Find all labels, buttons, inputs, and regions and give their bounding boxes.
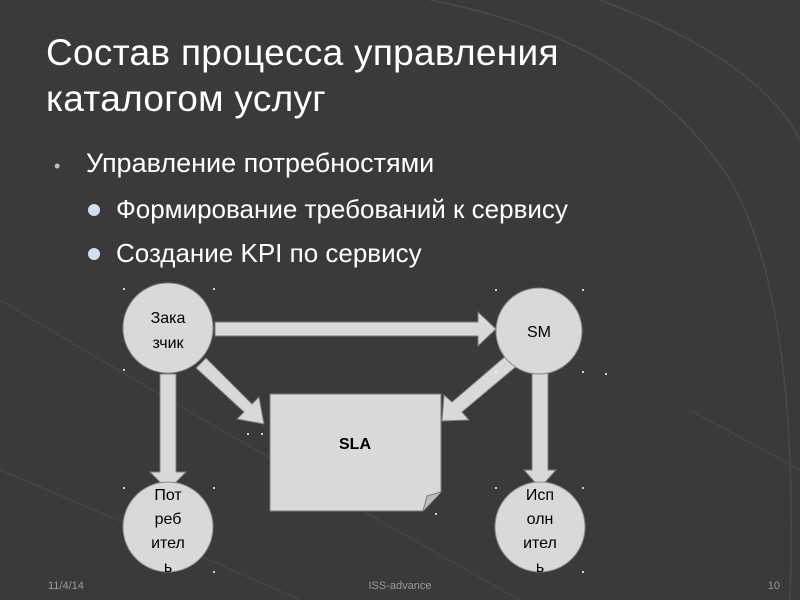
bullet-level2-item: Создание KPI по сервису	[88, 238, 422, 269]
sm-label: SM	[527, 324, 551, 341]
customer-node: Зака зчик	[122, 282, 214, 374]
arrow-sm-to-sla	[441, 353, 519, 422]
footer-page-number: 10	[767, 580, 780, 592]
sm-node: SM	[495, 287, 583, 375]
decorative-dots	[123, 288, 607, 573]
footer-date: 11/4/14	[48, 580, 84, 592]
executor-label-line: ител	[523, 535, 557, 552]
sla-label: SLA	[339, 436, 371, 453]
consumer-label-line: реб	[155, 511, 182, 528]
bullet-dot-icon: •	[54, 156, 61, 176]
bullet-level2-text: Формирование требований к сервису	[116, 194, 568, 224]
consumer-node: Пот реб ител ь	[122, 481, 214, 576]
bullet-level1-text: Управление потребностями	[86, 148, 435, 178]
consumer-label-line: Пот	[154, 487, 182, 504]
bullet-circle-icon	[88, 247, 100, 260]
bullet-level2-text: Создание KPI по сервису	[116, 238, 422, 268]
executor-label-line: Исп	[526, 487, 554, 504]
footer-center-text: ISS-advance	[368, 580, 432, 592]
sla-document: SLA	[269, 393, 442, 512]
arrow-customer-to-sm	[214, 310, 497, 348]
bullet-level2-item: Формирование требований к сервису	[88, 194, 568, 225]
arrow-customer-to-consumer	[148, 373, 188, 491]
slide-title: Состав процесса управления каталогом усл…	[46, 32, 559, 119]
arrow-sm-to-executor	[522, 369, 558, 489]
bullet-level1: • Управление потребностями	[54, 148, 434, 179]
executor-label-line: олн	[527, 511, 554, 528]
bullet-circle-icon	[88, 203, 100, 216]
consumer-label-line: ь	[164, 559, 172, 576]
executor-node: Исп олн ител ь	[494, 481, 586, 576]
arrow-customer-to-sla	[195, 357, 265, 425]
customer-label-line: Зака	[151, 310, 186, 327]
consumer-label-line: ител	[151, 535, 185, 552]
executor-label-line: ь	[536, 559, 544, 576]
customer-label-line: зчик	[152, 335, 184, 352]
